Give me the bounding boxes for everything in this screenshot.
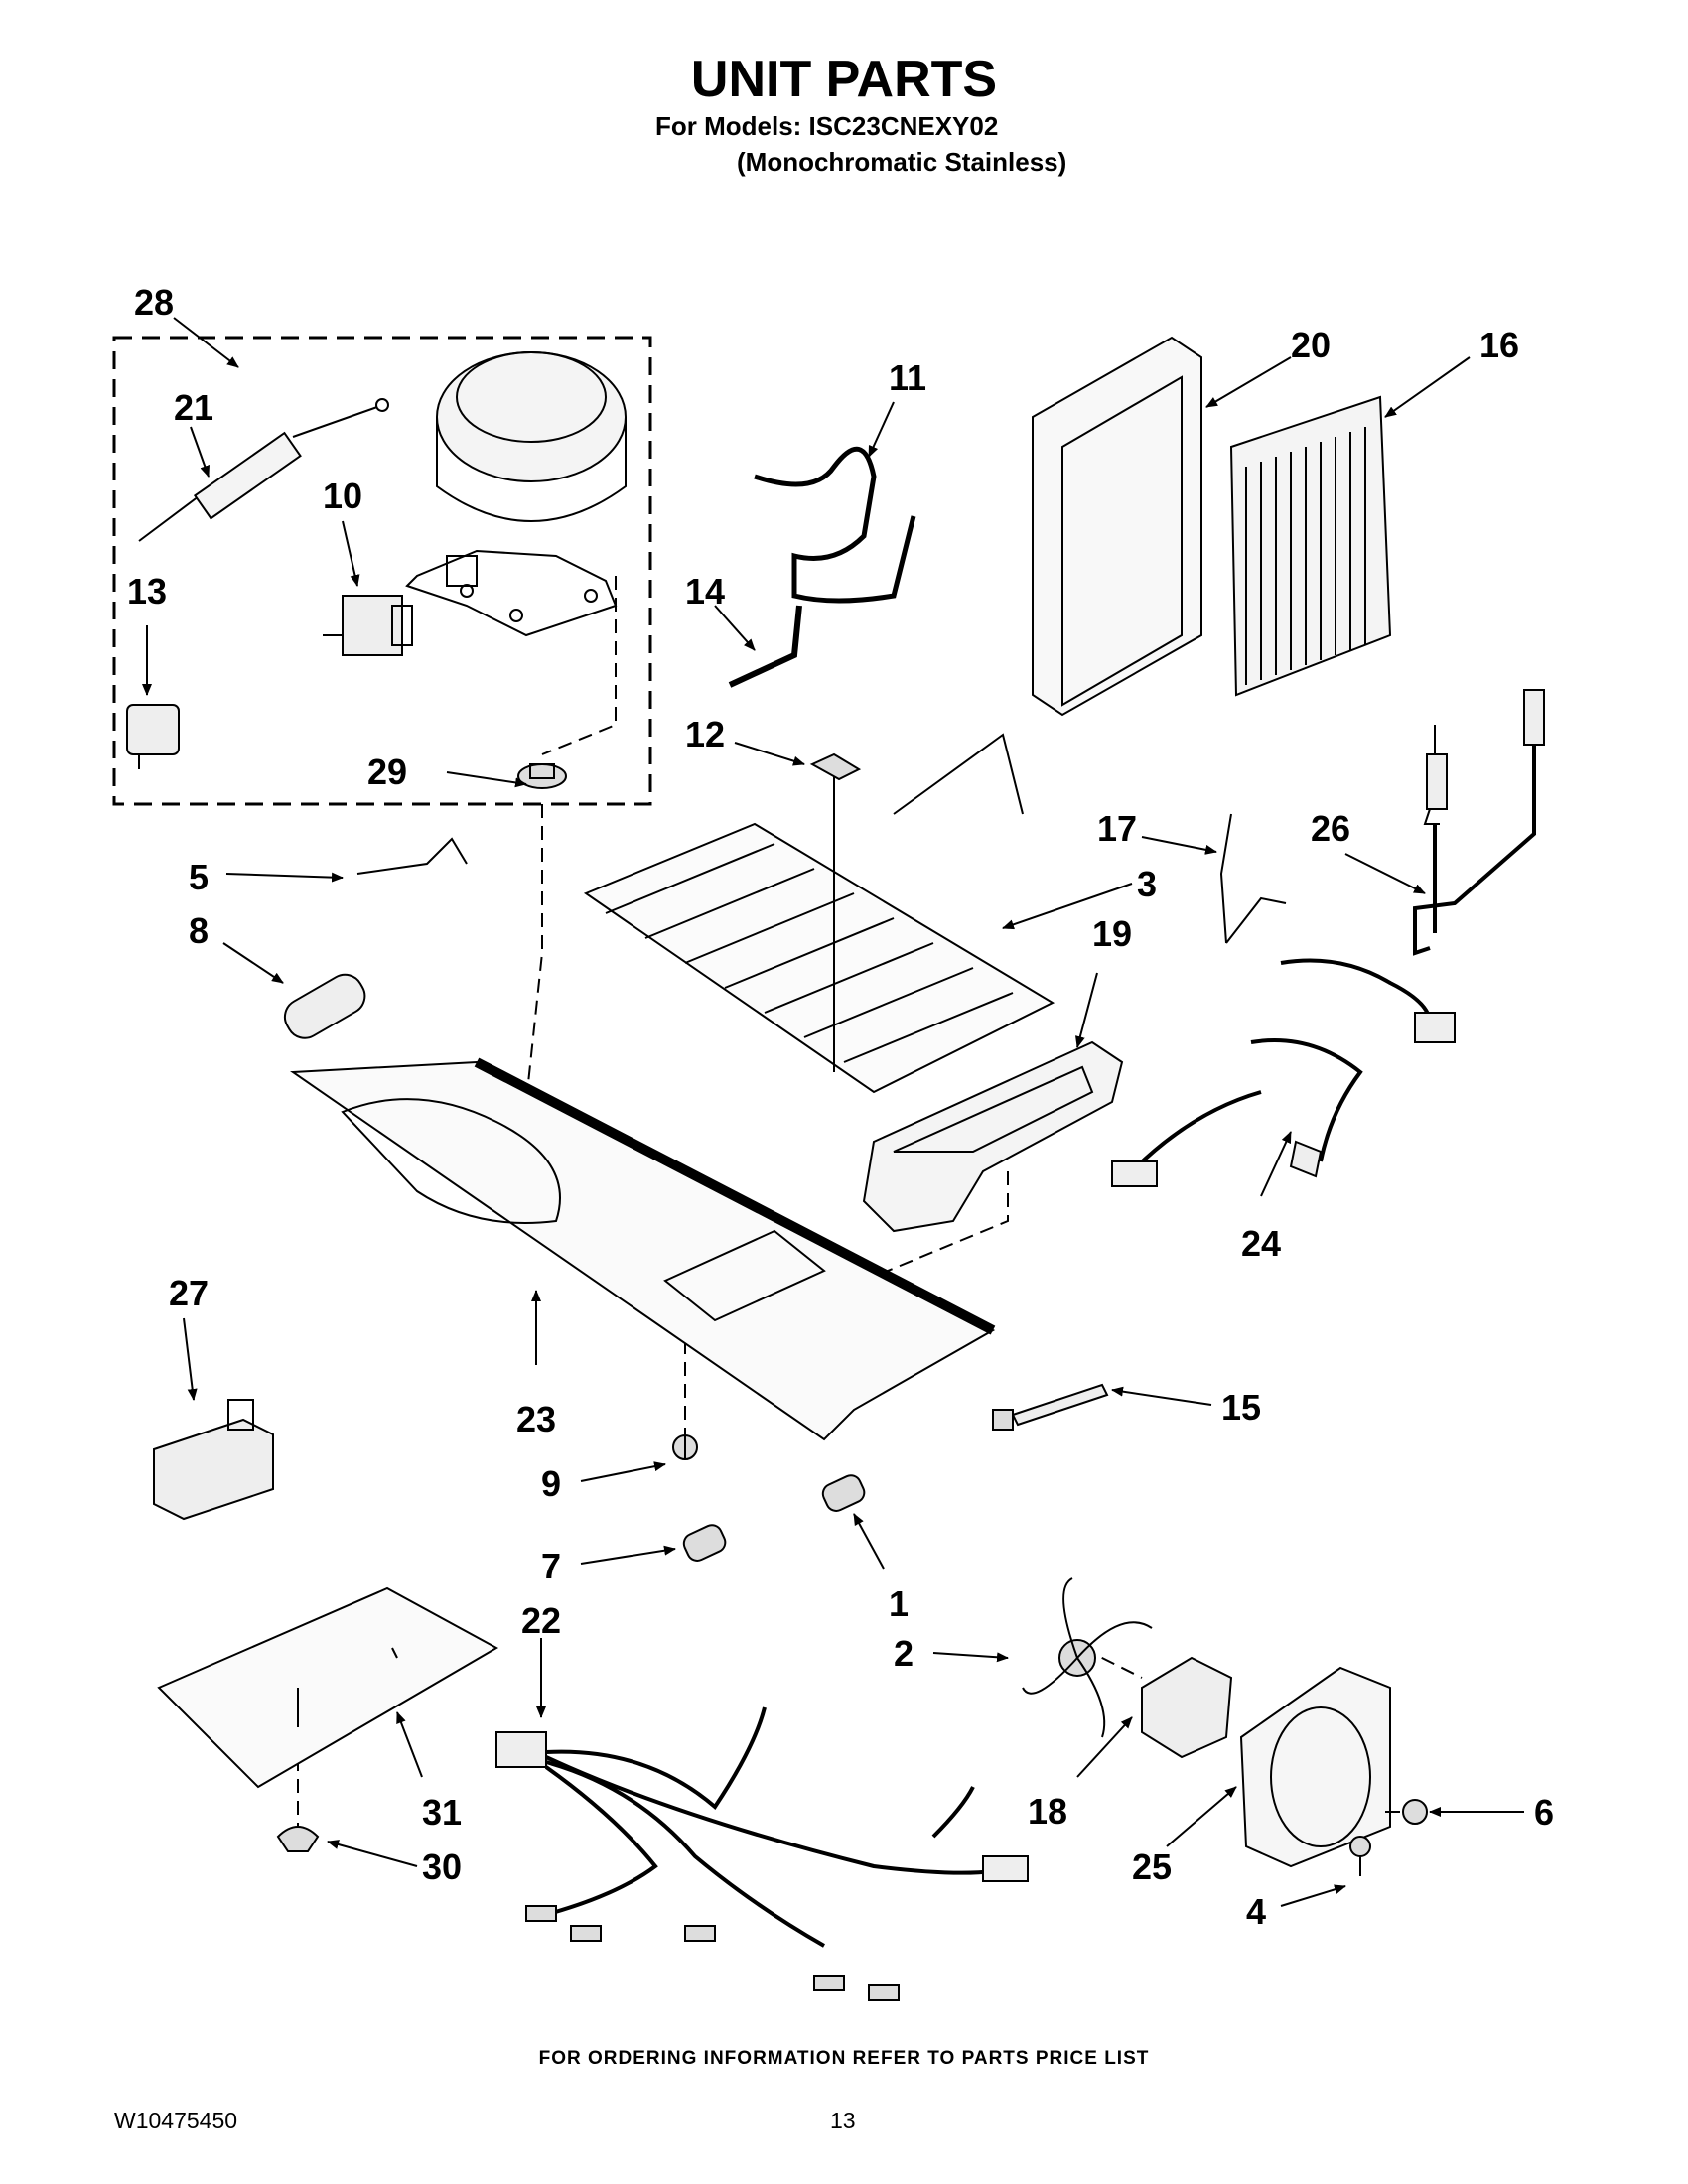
fan-motor: [1141, 1656, 1233, 1759]
leader-21: [190, 426, 210, 478]
compressor-group-box: [112, 336, 652, 806]
leader-2: [932, 1652, 1009, 1663]
filter-drier: [138, 398, 389, 542]
leader-16: [1384, 356, 1471, 418]
wire-harness: [495, 1706, 1029, 2001]
callout-13: 13: [127, 571, 167, 612]
compressor: [405, 351, 627, 637]
evaporator-coil: [583, 733, 1055, 1094]
grommet-7: [682, 1524, 727, 1562]
insulation-mat: [157, 1586, 499, 1789]
leader-4: [1280, 1884, 1346, 1907]
callout-1: 1: [889, 1583, 909, 1624]
leader-31: [396, 1711, 423, 1778]
callout-8: 8: [189, 910, 209, 951]
page-number: 13: [830, 2108, 856, 2133]
callout-23: 23: [516, 1399, 556, 1439]
drier-tube-assembly: [1413, 689, 1545, 956]
leader-17: [1141, 836, 1217, 855]
leader-19: [1075, 972, 1098, 1048]
leader-11: [868, 401, 895, 458]
leader-12: [734, 742, 805, 766]
condenser-coil: [1229, 395, 1392, 697]
callout-4: 4: [1246, 1891, 1266, 1932]
suction-tube: [754, 446, 916, 604]
screw-4: [1349, 1836, 1371, 1876]
page-title: UNIT PARTS: [690, 51, 998, 108]
condenser-shroud: [1032, 336, 1202, 717]
leader-29: [446, 771, 527, 788]
leader-15: [1111, 1386, 1212, 1406]
screw-6: [1385, 1799, 1428, 1825]
grommet: [517, 763, 567, 789]
cable-tie: [992, 1383, 1109, 1431]
start-relay: [323, 595, 413, 656]
callout-30: 30: [422, 1846, 462, 1887]
callout-14: 14: [685, 571, 725, 612]
callout-9: 9: [541, 1463, 561, 1504]
callout-31: 31: [422, 1792, 462, 1833]
unit-base-pan: [290, 1057, 996, 1441]
callout-16: 16: [1479, 325, 1519, 365]
leader-28: [173, 317, 239, 368]
electronic-control: [153, 1399, 274, 1521]
heater-wire: [356, 837, 468, 875]
fan-bracket: [1239, 1666, 1391, 1868]
leader-18: [1076, 1716, 1133, 1778]
callout-15: 15: [1221, 1387, 1261, 1428]
leader-14: [714, 605, 756, 651]
callout-17: 17: [1097, 808, 1137, 849]
variant-line: (Monochromatic Stainless): [737, 147, 1067, 177]
drain-pan: [862, 1040, 1124, 1233]
leader-3: [1002, 883, 1133, 930]
callout-24: 24: [1241, 1223, 1281, 1264]
leader-30: [327, 1840, 418, 1867]
grommet-1: [821, 1474, 866, 1512]
models-line: For Models: ISC23CNEXY02: [655, 111, 999, 141]
leader-25: [1166, 1786, 1237, 1847]
callout-10: 10: [323, 476, 362, 516]
callout-12: 12: [685, 714, 725, 754]
callout-29: 29: [367, 751, 407, 792]
callout-19: 19: [1092, 913, 1132, 954]
callout-7: 7: [541, 1546, 561, 1586]
callout-3: 3: [1137, 864, 1157, 904]
leader-20: [1205, 356, 1292, 408]
process-tube: [728, 605, 802, 688]
callout-6: 6: [1534, 1792, 1554, 1833]
callout-28: 28: [134, 282, 174, 323]
overload-protector: [126, 704, 180, 769]
tube-clip: [1219, 813, 1287, 944]
leader-9: [580, 1461, 666, 1482]
leader-1: [853, 1513, 885, 1570]
callout-25: 25: [1132, 1846, 1172, 1887]
leader-24: [1260, 1131, 1292, 1197]
callout-27: 27: [169, 1273, 209, 1313]
document-number: W10475450: [114, 2108, 238, 2133]
insulation-tube: [283, 973, 366, 1039]
callout-26: 26: [1311, 808, 1350, 849]
callout-20: 20: [1291, 325, 1331, 365]
callout-22: 22: [521, 1600, 561, 1641]
evaporator-clip: [809, 752, 862, 781]
callout-21: 21: [174, 387, 213, 428]
leader-8: [222, 942, 284, 984]
leader-27: [183, 1317, 198, 1401]
screw: [672, 1430, 698, 1460]
callout-11: 11: [889, 357, 926, 398]
fan-blade: [1022, 1577, 1153, 1738]
mat-clip: [276, 1826, 320, 1852]
leader-10: [342, 520, 360, 587]
callout-18: 18: [1028, 1791, 1067, 1832]
power-harness: [1111, 958, 1456, 1187]
leader-5: [225, 872, 344, 883]
ordering-note: FOR ORDERING INFORMATION REFER TO PARTS …: [538, 2048, 1150, 2069]
leader-7: [580, 1545, 676, 1565]
callout-5: 5: [189, 857, 209, 897]
callout-2: 2: [894, 1633, 914, 1674]
leader-26: [1344, 853, 1426, 894]
